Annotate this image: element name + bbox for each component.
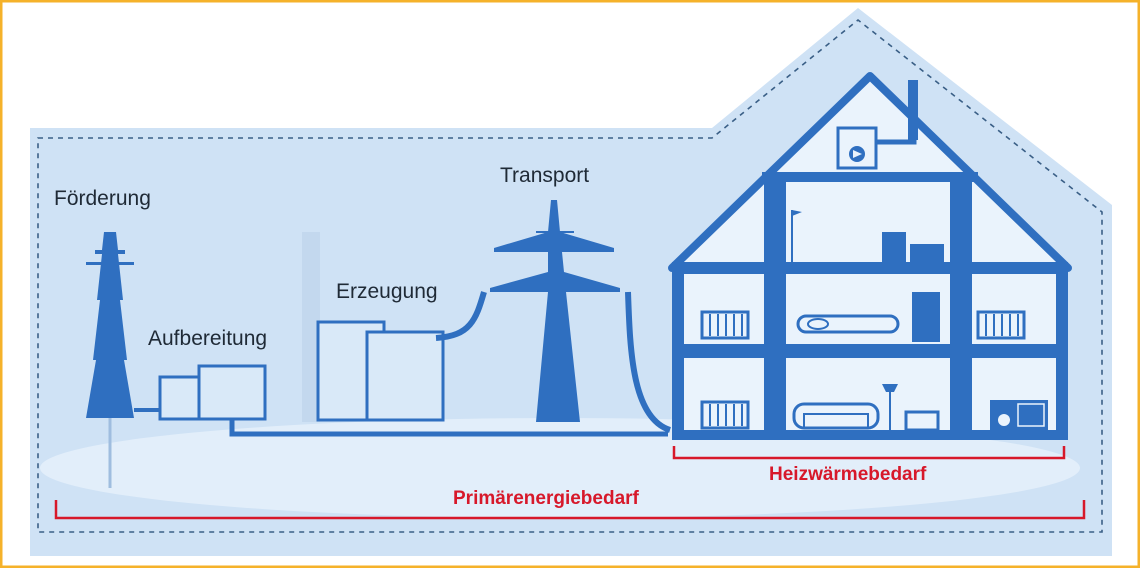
label-aufbereitung: Aufbereitung [148, 327, 268, 350]
label-heizwaermebedarf: Heizwärmebedarf [769, 464, 927, 485]
label-foerderung: Förderung [54, 187, 151, 210]
house [668, 72, 1072, 440]
erzeugung-plant [316, 320, 445, 422]
primaerenergie-bracket [54, 500, 1086, 520]
label-erzeugung: Erzeugung [336, 280, 438, 303]
ground [40, 418, 1080, 518]
label-primaerenergiebedarf: Primärenergiebedarf [453, 488, 639, 509]
chimney [302, 232, 320, 422]
transport-pylon [490, 200, 620, 422]
power-lines [229, 291, 672, 437]
aufbereitung-building [134, 364, 267, 421]
foerderung-tower [86, 232, 134, 488]
label-transport: Transport [500, 164, 590, 187]
heizwaerme-bracket [672, 446, 1066, 460]
system-boundary [37, 18, 1103, 533]
